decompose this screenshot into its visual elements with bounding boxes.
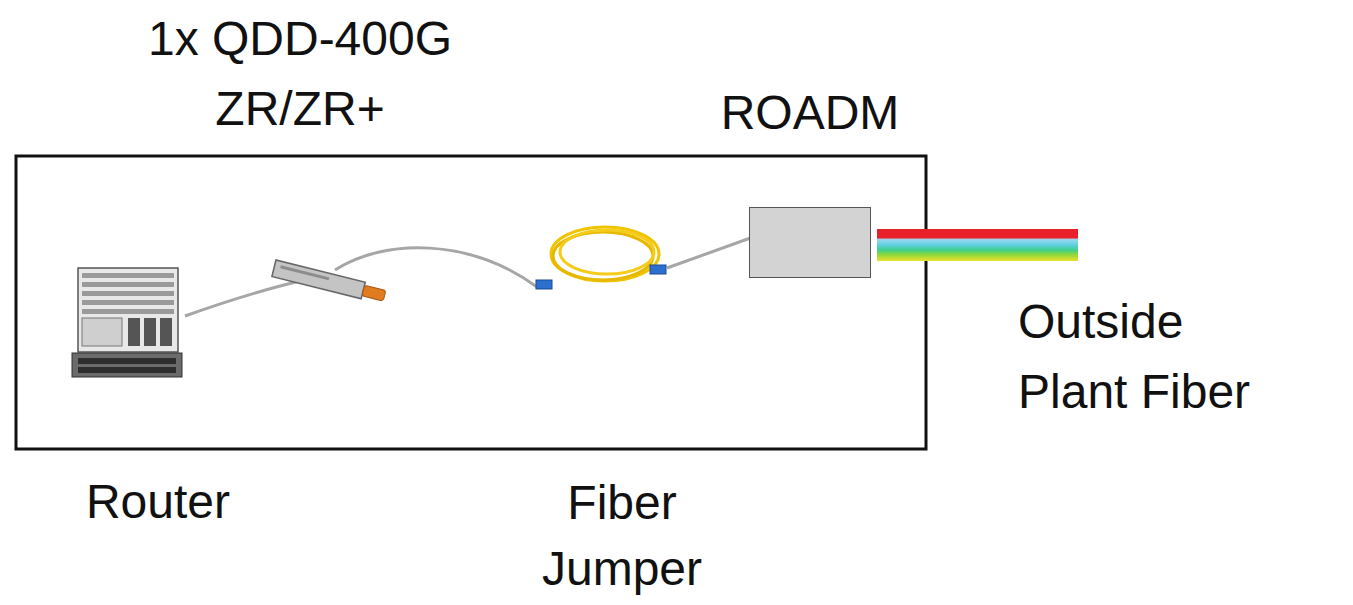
lc-connector <box>536 280 552 289</box>
router-slot <box>82 291 174 296</box>
transceiver-icon <box>272 260 387 304</box>
roadm-box <box>749 207 871 278</box>
router-slot <box>82 309 174 314</box>
module-label: 1x QDD-400G ZR/ZR+ <box>100 4 500 144</box>
node-label: ROADM <box>690 85 930 141</box>
transceiver-body <box>272 260 365 299</box>
jumper-label: Fiber Jumper <box>502 470 742 602</box>
router-ports <box>78 367 176 373</box>
router-chassis <box>78 268 178 352</box>
roadm-node: ROADM <box>690 85 930 278</box>
router-slot <box>82 282 174 287</box>
enclosure-frame <box>16 156 926 449</box>
lc-connector <box>650 265 666 274</box>
router-card <box>128 318 140 346</box>
router-icon <box>72 268 182 377</box>
cable <box>335 248 537 287</box>
fiber-coil <box>560 230 654 274</box>
outside-fiber-bundle <box>877 229 1078 261</box>
router-slot <box>82 300 174 305</box>
router-card <box>160 318 172 346</box>
router-linecard <box>72 353 182 377</box>
transceiver-tab <box>362 285 386 301</box>
router-slot <box>82 273 174 278</box>
fiber-coil <box>551 227 659 281</box>
fiber-jumper-icon <box>536 227 666 289</box>
fiber-label: Outside Plant Fiber <box>1018 287 1288 427</box>
transceiver-detail <box>280 265 329 280</box>
router-ports <box>78 358 176 364</box>
cable <box>185 281 300 316</box>
router-card <box>144 318 156 346</box>
router-card <box>82 318 122 346</box>
router-label: Router <box>8 467 308 537</box>
cable <box>667 236 756 268</box>
